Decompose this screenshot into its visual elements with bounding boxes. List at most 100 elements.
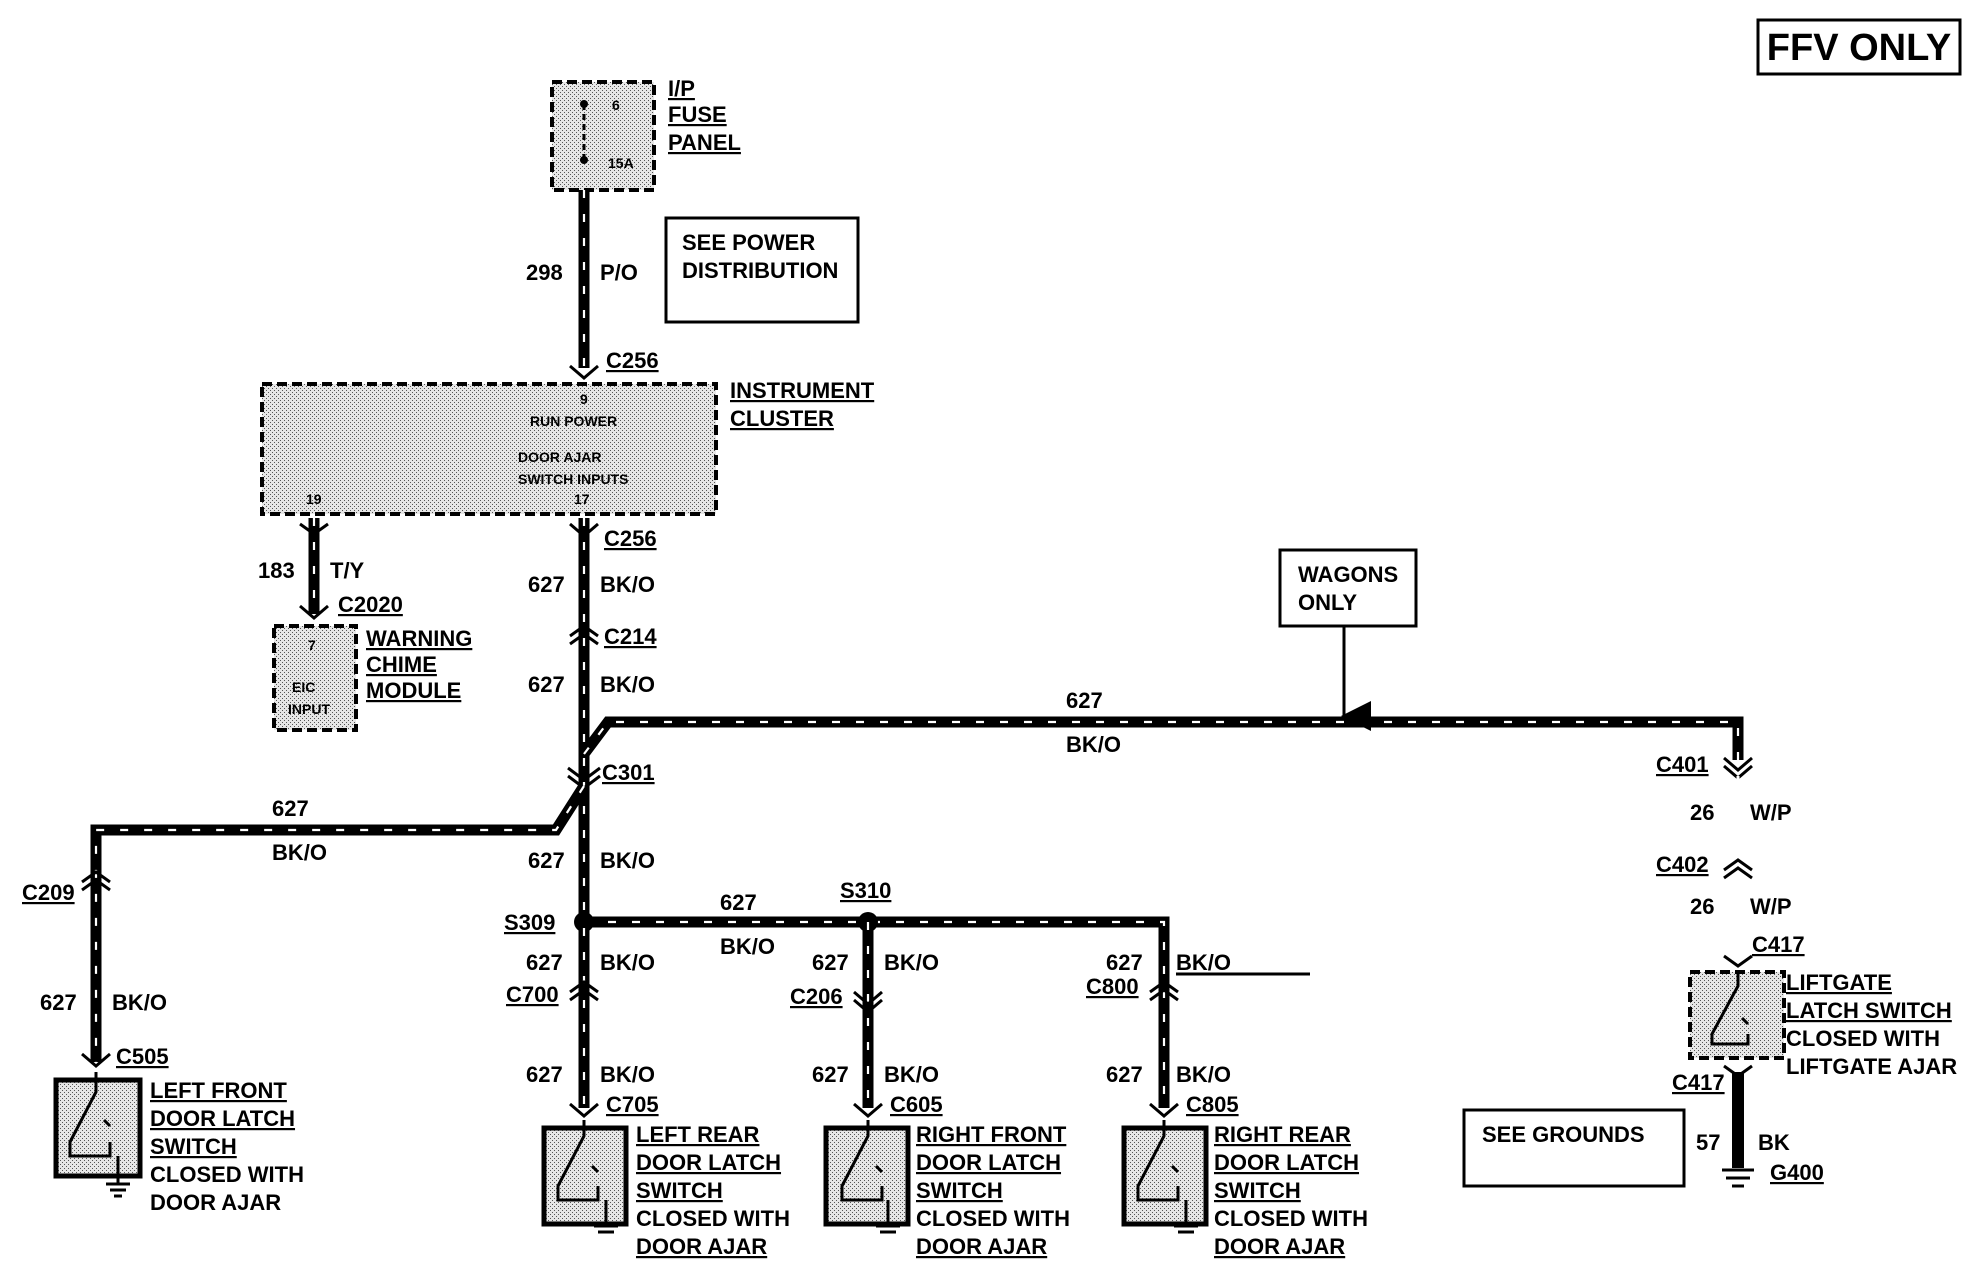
ffv-badge-frame [1756, 18, 1962, 76]
wire-57-number: 57 [1696, 1130, 1720, 1155]
c605-label: C605 [890, 1092, 943, 1117]
right-rear-door-latch-switch [1121, 1120, 1209, 1234]
cluster-door-ajar: DOOR AJAR [518, 449, 602, 465]
wire-627-lr1-number: 627 [526, 950, 563, 975]
cluster-pin-19: 19 [306, 491, 322, 507]
wire-627-lr2-color: BK/O [600, 1062, 655, 1087]
wire-627-rf1-color: BK/O [884, 950, 939, 975]
see-power-line-1: SEE POWER [682, 230, 815, 255]
lf-desc-1: CLOSED WITH [150, 1162, 304, 1187]
wire-183-number: 183 [258, 558, 295, 583]
chime-input-2: INPUT [288, 701, 330, 717]
chime-label-3: MODULE [366, 678, 461, 703]
cluster-label-1: INSTRUMENT [730, 378, 875, 403]
wire-57-color: BK [1758, 1130, 1790, 1155]
c2020-label: C2020 [338, 592, 403, 617]
ffv-badge: FFV ONLY [1767, 27, 1951, 69]
fuse-rating: 15A [608, 155, 634, 171]
instrument-cluster: 9 RUN POWER DOOR AJAR SWITCH INPUTS 19 1… [260, 382, 718, 516]
wire-627-rr2-number: 627 [1106, 1062, 1143, 1087]
c402-connector [1723, 858, 1753, 880]
chime-label-1: WARNING [366, 626, 472, 651]
wire-627-c-color: BK/O [600, 848, 655, 873]
rr-label-1: RIGHT REAR [1214, 1122, 1351, 1147]
wire-627-lr1-color: BK/O [600, 950, 655, 975]
wire-627-a-color: BK/O [600, 572, 655, 597]
wire-26-b-color: W/P [1750, 894, 1792, 919]
wire-627-a-number: 627 [528, 572, 565, 597]
c402-label: C402 [1656, 852, 1709, 877]
wire-627-splice [584, 916, 1170, 1108]
c214-label: C214 [604, 624, 657, 649]
cluster-pin-9: 9 [580, 391, 588, 407]
c301-label: C301 [602, 760, 655, 785]
wire-627-top-number: 627 [1066, 688, 1103, 713]
c206-label: C206 [790, 984, 843, 1009]
wire-26-b-number: 26 [1690, 894, 1714, 919]
chime-label-2: CHIME [366, 652, 437, 677]
c401-connector [1723, 756, 1753, 780]
c800-connector [1149, 980, 1179, 1002]
wire-26-a-color: W/P [1750, 800, 1792, 825]
left-front-door-latch-switch [53, 1072, 143, 1198]
wagons-only-box [1278, 548, 1418, 628]
wire-627-rr1-color: BK/O [1176, 950, 1231, 975]
cluster-run-power: RUN POWER [530, 413, 617, 429]
rf-label-2: DOOR LATCH [916, 1150, 1061, 1175]
liftgate-latch-switch [1688, 970, 1786, 1060]
c2020-connector [299, 604, 329, 620]
lf-label-3: SWITCH [150, 1134, 237, 1159]
c505-connector [81, 1052, 111, 1068]
wire-627-top-color: BK/O [1066, 732, 1121, 757]
see-power-line-2: DISTRIBUTION [682, 258, 838, 283]
wire-627-left-color: BK/O [272, 840, 327, 865]
liftgate-desc-1: CLOSED WITH [1786, 1026, 1940, 1051]
wire-627-left-number: 627 [272, 796, 309, 821]
rf-label-3: SWITCH [916, 1178, 1003, 1203]
g400-label: G400 [1770, 1160, 1824, 1185]
lr-desc-2: DOOR AJAR [636, 1234, 767, 1259]
wagons-line-1: WAGONS [1298, 562, 1398, 587]
warning-chime-module: 7 EIC INPUT [272, 624, 358, 732]
c209-connector [81, 870, 111, 892]
s309-label: S309 [504, 910, 555, 935]
wire-627-rf1-number: 627 [812, 950, 849, 975]
c256-top-label: C256 [606, 348, 659, 373]
fuse-number: 6 [612, 97, 620, 113]
wire-627-rf2-color: BK/O [884, 1062, 939, 1087]
fuse-panel-label-1: I/P [668, 76, 695, 101]
wire-298-number: 298 [526, 260, 563, 285]
rf-desc-2: DOOR AJAR [916, 1234, 1047, 1259]
cluster-label-2: CLUSTER [730, 406, 834, 431]
rr-desc-1: CLOSED WITH [1214, 1206, 1368, 1231]
rr-label-3: SWITCH [1214, 1178, 1301, 1203]
rr-desc-2: DOOR AJAR [1214, 1234, 1345, 1259]
c505-label: C505 [116, 1044, 169, 1069]
lf-label-1: LEFT FRONT [150, 1078, 287, 1103]
c800-label: C800 [1086, 974, 1139, 999]
lr-desc-1: CLOSED WITH [636, 1206, 790, 1231]
c805-label: C805 [1186, 1092, 1239, 1117]
s310-label: S310 [840, 878, 891, 903]
s309-splice [574, 912, 594, 932]
wire-627-s-number: 627 [720, 890, 757, 915]
g400-ground [1722, 1168, 1754, 1188]
c206-connector [853, 990, 883, 1014]
wire-627-rr1-number: 627 [1106, 950, 1143, 975]
c700-label: C700 [506, 982, 559, 1007]
rf-desc-1: CLOSED WITH [916, 1206, 1070, 1231]
c214-connector [569, 624, 599, 646]
c705-connector [569, 1102, 599, 1118]
c417-top-connector [1723, 954, 1753, 968]
wire-627-lr2-number: 627 [526, 1062, 563, 1087]
fuse-panel-label-2: FUSE [668, 102, 727, 127]
wire-627-left [90, 783, 589, 1062]
see-grounds-box [1462, 1108, 1686, 1188]
c256-bottom-label: C256 [604, 526, 657, 551]
liftgate-label-1: LIFTGATE [1786, 970, 1892, 995]
see-power-box [664, 216, 860, 324]
c805-connector [1149, 1102, 1179, 1118]
chime-input-1: EIC [292, 679, 315, 695]
wire-26-a-number: 26 [1690, 800, 1714, 825]
